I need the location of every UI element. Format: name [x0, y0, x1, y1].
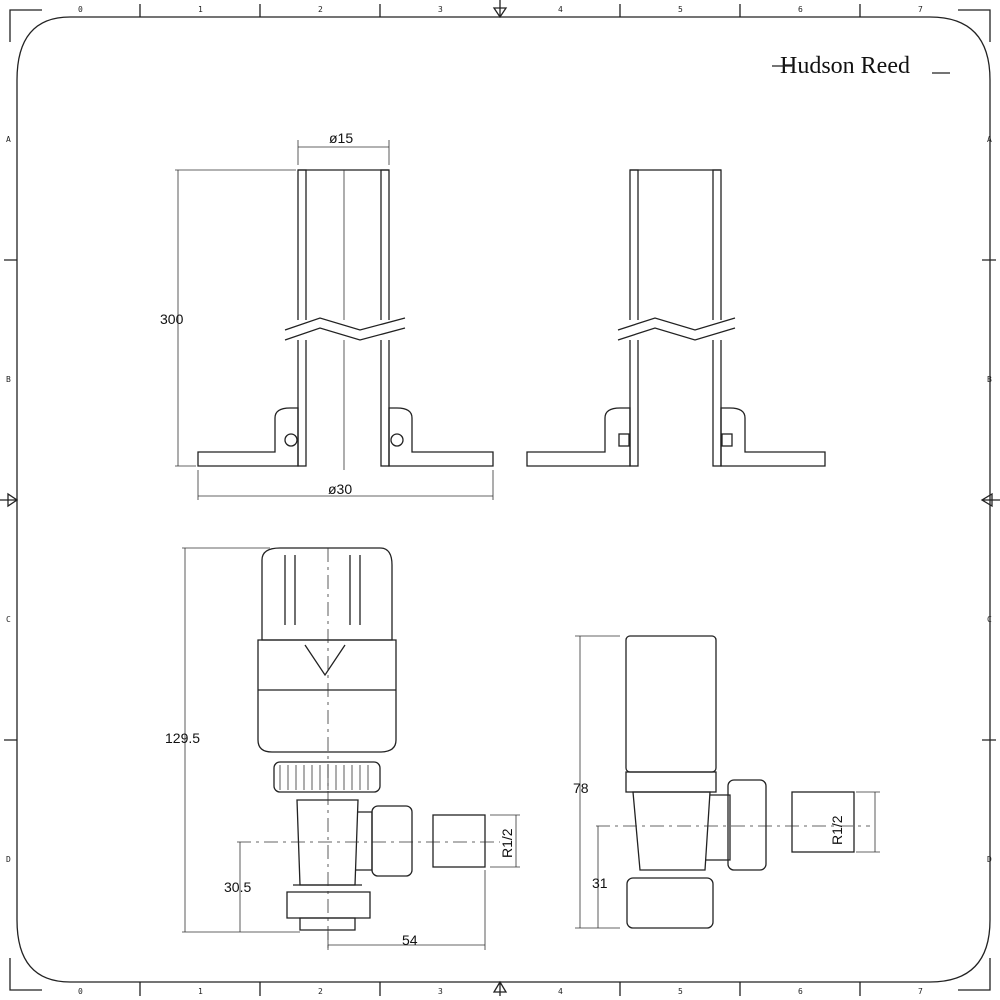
- svg-text:B: B: [6, 375, 11, 384]
- svg-text:R1/2: R1/2: [829, 815, 845, 845]
- svg-text:0: 0: [78, 987, 83, 996]
- hudson-reed-logo: Hudson Reed: [772, 53, 950, 79]
- svg-text:3: 3: [438, 987, 443, 996]
- ruler-right: A B C D: [987, 135, 992, 864]
- pipe-section-right: [526, 169, 826, 467]
- svg-text:2: 2: [318, 5, 323, 14]
- pipe-dimensions: ø15 300 ø30: [160, 130, 494, 500]
- svg-text:6: 6: [798, 987, 803, 996]
- pipe-section-left: [197, 169, 494, 470]
- ruler-left: A B C D: [6, 135, 11, 864]
- svg-text:31: 31: [592, 875, 608, 891]
- svg-text:300: 300: [160, 311, 184, 327]
- svg-text:7: 7: [918, 5, 923, 14]
- svg-text:54: 54: [402, 932, 418, 948]
- svg-text:7: 7: [918, 987, 923, 996]
- svg-text:5: 5: [678, 987, 683, 996]
- svg-text:3: 3: [438, 5, 443, 14]
- svg-text:4: 4: [558, 987, 563, 996]
- svg-text:6: 6: [798, 5, 803, 14]
- ruler-bottom: 0 1 2 3 4 5 6 7: [78, 987, 923, 996]
- svg-text:129.5: 129.5: [165, 730, 200, 746]
- svg-text:1: 1: [198, 987, 203, 996]
- svg-text:A: A: [6, 135, 11, 144]
- svg-text:30.5: 30.5: [224, 879, 251, 895]
- lockshield-valve: 78 31 R1/2: [573, 635, 880, 929]
- thermostatic-valve: 129.5 30.5 54 R1/2: [165, 547, 520, 950]
- svg-text:2: 2: [318, 987, 323, 996]
- svg-text:B: B: [987, 375, 992, 384]
- svg-text:C: C: [6, 615, 11, 624]
- svg-text:ø30: ø30: [328, 481, 352, 497]
- svg-text:D: D: [987, 855, 992, 864]
- svg-text:4: 4: [558, 5, 563, 14]
- svg-text:0: 0: [78, 5, 83, 14]
- svg-text:Hudson Reed: Hudson Reed: [780, 53, 910, 79]
- svg-text:D: D: [6, 855, 11, 864]
- ruler-top: 0 1 2 3 4 5 6 7: [78, 5, 923, 14]
- svg-text:78: 78: [573, 780, 589, 796]
- svg-text:C: C: [987, 615, 992, 624]
- svg-text:1: 1: [198, 5, 203, 14]
- svg-text:ø15: ø15: [329, 130, 353, 146]
- svg-text:5: 5: [678, 5, 683, 14]
- svg-text:A: A: [987, 135, 992, 144]
- svg-text:R1/2: R1/2: [499, 828, 515, 858]
